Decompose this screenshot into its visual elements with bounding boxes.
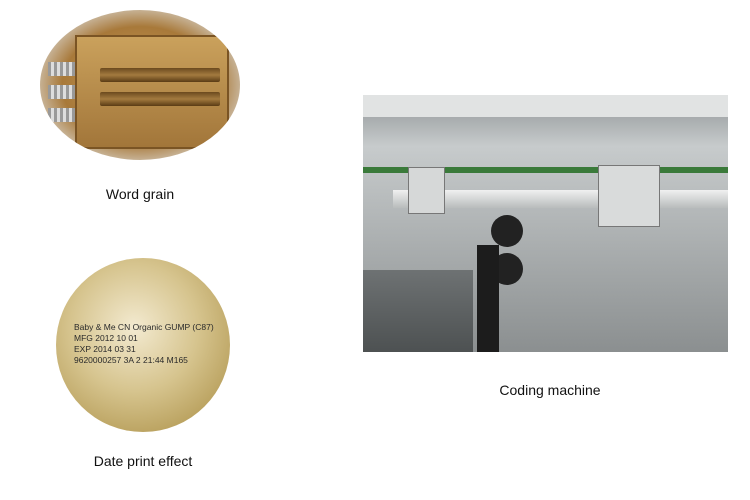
bolt — [48, 85, 80, 99]
belt — [477, 245, 499, 352]
print-line: Baby & Me CN Organic GUMP (C87) — [74, 322, 214, 332]
caption-word-grain: Word grain — [105, 186, 175, 202]
bracket-right — [598, 165, 660, 227]
print-line: 9620000257 3A 2 21:44 M165 — [74, 355, 188, 365]
type-row — [100, 68, 220, 82]
date-print-photo: Baby & Me CN Organic GUMP (C87) MFG 2012… — [56, 258, 230, 432]
green-strip — [363, 167, 728, 173]
word-grain-photo — [40, 10, 240, 160]
bolt — [48, 108, 80, 122]
coding-machine-photo — [363, 95, 728, 352]
cables — [363, 270, 473, 352]
type-row — [100, 92, 220, 106]
print-line: MFG 2012 10 01 — [74, 333, 138, 343]
bracket-left — [408, 167, 445, 214]
caption-coding-machine: Coding machine — [499, 382, 601, 398]
bolt — [48, 62, 80, 76]
print-line: EXP 2014 03 31 — [74, 344, 136, 354]
caption-date-print: Date print effect — [93, 453, 193, 469]
roller — [491, 215, 523, 247]
top-panel — [363, 95, 728, 117]
